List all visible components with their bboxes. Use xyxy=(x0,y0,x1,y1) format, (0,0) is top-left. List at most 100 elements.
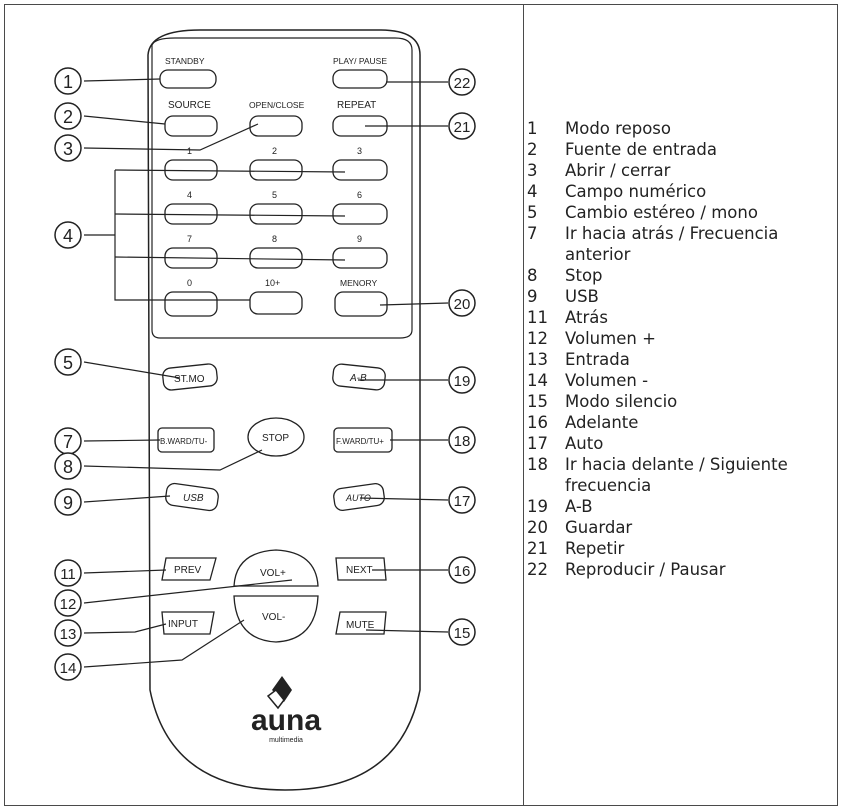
legend-number: 14 xyxy=(527,371,548,390)
callout-8: 8 xyxy=(54,452,82,480)
open-close-label: OPEN/CLOSE xyxy=(249,100,305,110)
digit-4-label: 4 xyxy=(187,190,192,200)
digit-0-label: 0 xyxy=(187,278,192,288)
legend-text: Reproducir / Pausar xyxy=(565,560,726,579)
play-pause-label: PLAY/ PAUSE xyxy=(333,56,387,66)
legend-number: 19 xyxy=(527,497,548,516)
callout-21: 21 xyxy=(448,112,476,140)
svg-text:17: 17 xyxy=(454,493,471,510)
legend-text: Adelante xyxy=(565,413,639,432)
play-pause-button[interactable] xyxy=(332,69,388,89)
digit-5-button[interactable] xyxy=(249,203,303,225)
digit-0-button[interactable] xyxy=(164,291,218,317)
callout-11: 11 xyxy=(54,559,82,587)
input-button[interactable] xyxy=(161,611,215,635)
column-divider xyxy=(523,5,524,805)
st-mo-button[interactable] xyxy=(162,363,218,391)
digit-6-label: 6 xyxy=(357,190,362,200)
standby-button[interactable] xyxy=(159,69,217,89)
legend-row: 17 Auto xyxy=(527,433,832,454)
digit-9-label: 9 xyxy=(357,234,362,244)
digit-10plus-button[interactable] xyxy=(249,291,303,315)
callout-1: 1 xyxy=(54,67,82,95)
svg-text:1: 1 xyxy=(63,72,73,92)
digit-8-button[interactable] xyxy=(249,247,303,269)
auto-button[interactable] xyxy=(333,483,386,512)
legend-text: Volumen + xyxy=(565,329,656,348)
callout-12: 12 xyxy=(54,589,82,617)
legend-text: Volumen - xyxy=(565,371,649,390)
memory-button[interactable] xyxy=(334,291,388,317)
callout-4: 4 xyxy=(54,221,82,249)
auto-label: AUTO xyxy=(345,493,371,503)
callout-9: 9 xyxy=(54,488,82,516)
svg-text:3: 3 xyxy=(63,139,73,159)
legend-row: 9 USB xyxy=(527,286,832,307)
svg-text:11: 11 xyxy=(60,566,76,583)
legend-text: Entrada xyxy=(565,350,630,369)
legend-text: Abrir / cerrar xyxy=(565,161,671,180)
legend-number: 9 xyxy=(527,287,538,306)
digit-10plus-label: 10+ xyxy=(265,278,280,288)
source-button[interactable] xyxy=(164,115,218,137)
legend-number: 7 xyxy=(527,224,538,243)
svg-text:19: 19 xyxy=(454,373,471,390)
usb-button[interactable] xyxy=(165,482,220,512)
legend-number: 8 xyxy=(527,266,538,285)
svg-text:12: 12 xyxy=(60,596,77,613)
digit-9-button[interactable] xyxy=(332,247,388,269)
legend-row: 14 Volumen - xyxy=(527,370,832,391)
stop-button[interactable] xyxy=(247,417,305,457)
digit-2-label: 2 xyxy=(272,146,277,156)
callout-15: 15 xyxy=(448,618,476,646)
legend-text: Modo silencio xyxy=(565,392,678,411)
legend-text: USB xyxy=(565,287,599,306)
svg-text:5: 5 xyxy=(63,353,73,373)
legend-row: 15 Modo silencio xyxy=(527,391,832,412)
mute-button[interactable] xyxy=(335,611,387,635)
digit-5-label: 5 xyxy=(272,190,277,200)
legend-text: Auto xyxy=(565,434,604,453)
digit-3-button[interactable] xyxy=(332,159,388,181)
svg-text:16: 16 xyxy=(454,563,471,580)
svg-text:4: 4 xyxy=(63,226,73,246)
callout-14: 14 xyxy=(54,653,82,681)
legend-text: Cambio estéreo / mono xyxy=(565,203,758,222)
prev-button[interactable] xyxy=(161,557,217,581)
legend-row: 19 A-B xyxy=(527,496,832,517)
figure-frame xyxy=(4,4,838,806)
legend-row: 3 Abrir / cerrar xyxy=(527,160,832,181)
fward-label: F.WARD/TU+ xyxy=(336,437,384,446)
legend-number: 15 xyxy=(527,392,548,411)
vol-minus-button[interactable] xyxy=(233,595,319,643)
digit-6-button[interactable] xyxy=(332,203,388,225)
callout-19: 19 xyxy=(448,366,476,394)
vol-plus-button[interactable] xyxy=(233,549,319,587)
legend-text: A-B xyxy=(565,497,593,516)
legend-number: 5 xyxy=(527,203,538,222)
digit-2-button[interactable] xyxy=(249,159,303,181)
open-close-button[interactable] xyxy=(249,115,303,137)
legend-number: 3 xyxy=(527,161,538,180)
legend-number: 17 xyxy=(527,434,548,453)
callout-3: 3 xyxy=(54,134,82,162)
input-label: INPUT xyxy=(168,619,198,630)
callout-13: 13 xyxy=(54,619,82,647)
svg-text:14: 14 xyxy=(60,660,77,677)
next-button[interactable] xyxy=(335,557,387,581)
legend-number: 2 xyxy=(527,140,538,159)
legend-number: 12 xyxy=(527,329,548,348)
stop-label: STOP xyxy=(262,433,289,444)
source-label: SOURCE xyxy=(168,100,211,111)
mute-label: MUTE xyxy=(346,620,375,631)
prev-label: PREV xyxy=(174,565,202,576)
digit-7-label: 7 xyxy=(187,234,192,244)
